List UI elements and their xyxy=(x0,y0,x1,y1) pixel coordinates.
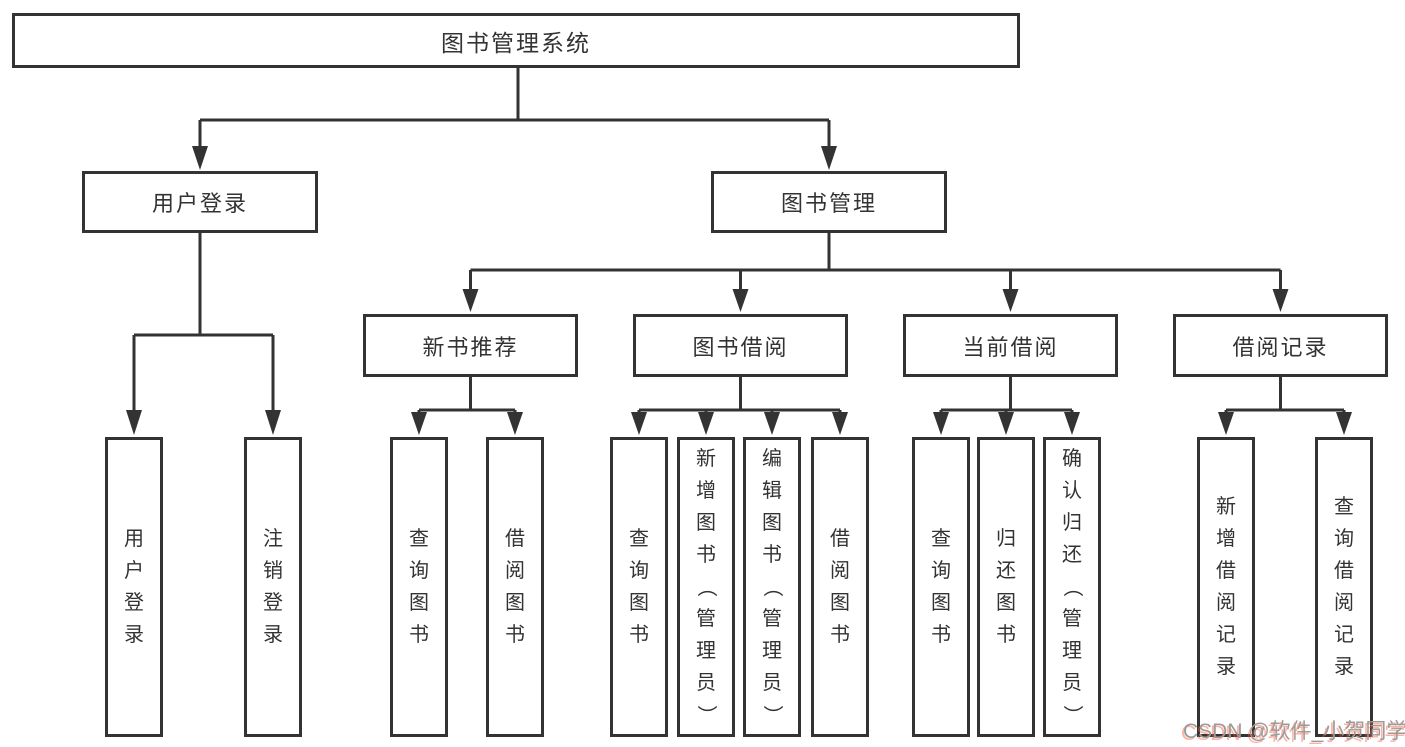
leaf-label-char: 图 xyxy=(696,512,716,534)
leaf-label-char: ） xyxy=(761,705,783,725)
leaf-label-char: 归 xyxy=(1062,512,1082,534)
leaf-label-char: 理 xyxy=(762,640,782,662)
leaf-label-char: 图 xyxy=(996,592,1016,614)
leaf-borrow-books: 借阅图书 xyxy=(811,437,869,737)
leaf-label-char: 书 xyxy=(762,544,782,566)
leaf-edit-book-admin: 编辑图书 （ 管理员 ） xyxy=(743,437,801,737)
leaf-label-char: 询 xyxy=(931,560,951,582)
node-book-management: 图书管理 xyxy=(711,171,947,233)
leaf-label-char: 图 xyxy=(830,592,850,614)
leaf-label-char: 用 xyxy=(124,528,144,550)
leaf-label-char: ） xyxy=(1061,705,1083,725)
leaf-label-char: 管 xyxy=(1062,608,1082,630)
leaf-user-login: 用户登录 xyxy=(105,437,163,737)
leaf-label-char: 查 xyxy=(931,528,951,550)
leaf-label-char: 借 xyxy=(1334,560,1354,582)
leaf-label-char: 还 xyxy=(1062,544,1082,566)
leaf-label-char: 图 xyxy=(931,592,951,614)
leaf-query-books-recommend: 查询图书 xyxy=(390,437,448,737)
leaf-label-char: 录 xyxy=(1334,656,1354,678)
leaf-label-char: 新 xyxy=(696,448,716,470)
leaf-label-char: 理 xyxy=(1062,640,1082,662)
node-user-login: 用户登录 xyxy=(82,171,318,233)
leaf-label-char: 书 xyxy=(830,624,850,646)
leaf-label-char: 书 xyxy=(505,624,525,646)
node-borrowing-records: 借阅记录 xyxy=(1173,314,1388,377)
leaf-label-char: 询 xyxy=(409,560,429,582)
leaf-label-char: 书 xyxy=(996,624,1016,646)
leaf-label-char: 录 xyxy=(124,624,144,646)
leaf-label-char: 销 xyxy=(263,560,283,582)
leaf-label-char: 还 xyxy=(996,560,1016,582)
leaf-label-char: 录 xyxy=(1216,656,1236,678)
node-current-borrowing: 当前借阅 xyxy=(903,314,1118,377)
leaf-label-char: 借 xyxy=(830,528,850,550)
leaf-label-char: 图 xyxy=(629,592,649,614)
leaf-label-char: （ xyxy=(761,577,783,597)
leaf-label-char: 员 xyxy=(762,672,782,694)
leaf-label-char: 书 xyxy=(409,624,429,646)
node-new-book-recommendation: 新书推荐 xyxy=(363,314,578,377)
leaf-label-char: 编 xyxy=(762,448,782,470)
leaf-label-char: ） xyxy=(695,705,717,725)
leaf-label-char: 书 xyxy=(696,544,716,566)
leaf-label-char: 录 xyxy=(263,624,283,646)
leaf-confirm-return-admin: 确认归还 （ 管理员 ） xyxy=(1043,437,1101,737)
node-book-borrowing: 图书借阅 xyxy=(633,314,848,377)
leaf-label-char: 阅 xyxy=(830,560,850,582)
leaf-logout: 注销登录 xyxy=(244,437,302,737)
leaf-label-char: 图 xyxy=(762,512,782,534)
leaf-label-char: 户 xyxy=(124,560,144,582)
leaf-label-char: 阅 xyxy=(505,560,525,582)
leaf-label-char: 辑 xyxy=(762,480,782,502)
leaf-query-books-current: 查询图书 xyxy=(912,437,970,737)
leaf-label-char: 查 xyxy=(409,528,429,550)
leaf-label-char: 查 xyxy=(1334,496,1354,518)
leaf-label-char: 确 xyxy=(1062,448,1082,470)
leaf-label-char: 新 xyxy=(1216,496,1236,518)
leaf-label-char: 员 xyxy=(696,672,716,694)
leaf-label-char: 归 xyxy=(996,528,1016,550)
node-root-library-management-system: 图书管理系统 xyxy=(12,13,1020,68)
leaf-label-char: 书 xyxy=(931,624,951,646)
leaf-label-char: 管 xyxy=(696,608,716,630)
leaf-label-char: 记 xyxy=(1334,624,1354,646)
csdn-watermark: CSDN @软件_小贺同学 xyxy=(1183,720,1405,743)
leaf-label-char: 借 xyxy=(1216,560,1236,582)
leaf-borrow-books-recommend: 借阅图书 xyxy=(486,437,544,737)
leaf-label-char: 记 xyxy=(1216,624,1236,646)
leaf-label-char: 增 xyxy=(1216,528,1236,550)
leaf-label-char: 询 xyxy=(629,560,649,582)
leaf-label-char: 图 xyxy=(409,592,429,614)
leaf-add-borrow-record: 新增借阅记录 xyxy=(1197,437,1255,737)
leaf-label-char: 管 xyxy=(762,608,782,630)
leaf-label-char: 登 xyxy=(263,592,283,614)
leaf-add-book-admin: 新增图书 （ 管理员 ） xyxy=(677,437,735,737)
leaf-label-char: 书 xyxy=(629,624,649,646)
leaf-label-char: 阅 xyxy=(1216,592,1236,614)
leaf-query-borrow-record: 查询借阅记录 xyxy=(1315,437,1373,737)
leaf-label-char: （ xyxy=(1061,577,1083,597)
leaf-label-char: 员 xyxy=(1062,672,1082,694)
leaf-label-char: 登 xyxy=(124,592,144,614)
leaf-label-char: 图 xyxy=(505,592,525,614)
leaf-label-char: 阅 xyxy=(1334,592,1354,614)
leaf-label-char: 注 xyxy=(263,528,283,550)
leaf-label-char: 增 xyxy=(696,480,716,502)
leaf-return-books: 归还图书 xyxy=(977,437,1035,737)
leaf-label-char: 借 xyxy=(505,528,525,550)
leaf-query-books-borrowing: 查询图书 xyxy=(610,437,668,737)
leaf-label-char: 理 xyxy=(696,640,716,662)
leaf-label-char: 查 xyxy=(629,528,649,550)
leaf-label-char: 认 xyxy=(1062,480,1082,502)
leaf-label-char: 询 xyxy=(1334,528,1354,550)
leaf-label-char: （ xyxy=(695,577,717,597)
